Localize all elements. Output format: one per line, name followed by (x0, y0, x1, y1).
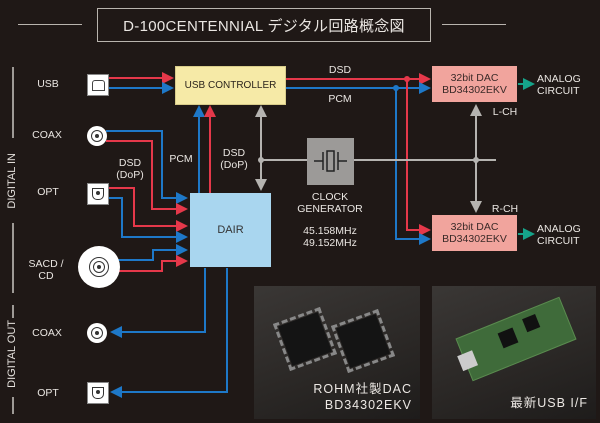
dsd-dop-center-line2: (DoP) (220, 159, 248, 171)
analog-rch-line1: ANALOG (537, 223, 581, 235)
junction-clock-right (473, 157, 479, 163)
dac-rch-line1: 32bit DAC (450, 221, 499, 233)
wire-pcm-rch (395, 88, 431, 245)
input-label-coax: COAX (32, 129, 62, 141)
clock-generator-label: CLOCK GENERATOR 45.158MHz 49.152MHz (285, 191, 375, 249)
analog-rch-line2: CIRCUIT (537, 235, 580, 247)
dair-block: DAIR (190, 193, 271, 267)
analog-lch-line1: ANALOG (537, 73, 581, 85)
dac-chip-image-2 (330, 308, 396, 374)
label-dsd-top: DSD (328, 64, 352, 76)
caption-usb-line1: 最新USB I/F (510, 396, 588, 410)
dsd-dop-left-line2: (DoP) (116, 169, 144, 181)
wire-out-opt (110, 268, 228, 398)
wire-out-coax (110, 268, 206, 338)
input-label-opt: OPT (37, 186, 59, 198)
dsd-dop-center-line1: DSD (222, 147, 246, 159)
disc-icon[interactable] (78, 246, 120, 288)
caption-dac-line2: BD34302EKV (324, 398, 412, 412)
dair-label: DAIR (217, 224, 244, 236)
diagram-title: D-100CENTENNIAL デジタル回路概念図 (97, 8, 431, 42)
usb-b-port-icon[interactable] (87, 74, 109, 96)
usb-controller-block: USB CONTROLLER (175, 66, 286, 105)
analog-circuit-rch: ANALOG CIRCUIT (537, 223, 581, 247)
wire-sacd-pcm (118, 244, 188, 261)
dac-lch-line2: BD34302EKV (442, 84, 507, 96)
section-digital-in: DIGITAL IN (6, 153, 18, 209)
analog-circuit-lch: ANALOG CIRCUIT (537, 73, 581, 97)
dac-rch-line2: BD34302EKV (442, 233, 507, 245)
label-r-ch: R-CH (491, 203, 519, 215)
wire-sacd-dsd (118, 255, 188, 272)
title-rule-right (442, 24, 506, 25)
optical-port-icon[interactable] (87, 382, 109, 404)
dsd-dop-left-line1: DSD (118, 157, 142, 169)
usb-board-image (455, 296, 577, 382)
wire-coax-dsd (106, 140, 188, 215)
analog-lch-line2: CIRCUIT (537, 85, 580, 97)
usb-controller-label: USB CONTROLLER (184, 79, 277, 91)
label-dsd-dop-left: DSD (DoP) (110, 157, 150, 181)
photo-caption-usb: 最新USB I/F (510, 395, 588, 411)
clock-freq2: 49.152MHz (303, 237, 357, 249)
wire-coax-pcm (106, 130, 188, 204)
sacd-label-line1: SACD / (28, 258, 64, 270)
title-rule-left (18, 24, 82, 25)
output-label-opt: OPT (37, 387, 59, 399)
dac-block-lch: 32bit DAC BD34302EKV (432, 66, 517, 102)
input-label-sacd: SACD / CD (24, 258, 68, 282)
optical-port-icon[interactable] (87, 183, 109, 205)
photo-usb-interface: 最新USB I/F (432, 286, 596, 419)
photo-caption-dac: ROHM社製DAC BD34302EKV (313, 381, 412, 413)
title-text: D-100CENTENNIAL デジタル回路概念図 (123, 17, 405, 35)
crystal-oscillator-icon (314, 150, 347, 172)
sacd-label-line2: CD (38, 270, 54, 282)
junction-pcm (393, 85, 399, 91)
coaxial-jack-icon[interactable] (87, 323, 107, 343)
wire-dsd-rch (406, 79, 431, 236)
junction-clock-left (258, 157, 264, 163)
output-label-coax: COAX (32, 327, 62, 339)
clock-line1: CLOCK (311, 191, 349, 203)
clock-line2: GENERATOR (297, 203, 363, 215)
photo-dac-chips: ROHM社製DAC BD34302EKV (254, 286, 420, 419)
dac-lch-line1: 32bit DAC (450, 72, 499, 84)
coaxial-jack-icon[interactable] (87, 126, 107, 146)
input-label-usb: USB (37, 78, 59, 90)
label-l-ch: L-CH (492, 106, 518, 118)
dac-chip-image-1 (272, 306, 338, 372)
caption-dac-line1: ROHM社製DAC (313, 382, 412, 396)
label-pcm-top: PCM (328, 93, 352, 105)
clock-freq1: 45.158MHz (303, 225, 357, 237)
wire-opt-pcm (106, 197, 188, 243)
junction-dsd (404, 76, 410, 82)
label-pcm-left: PCM (169, 153, 193, 165)
label-dsd-dop-center: DSD (DoP) (214, 147, 254, 171)
section-digital-out: DIGITAL OUT (6, 320, 18, 388)
dac-block-rch: 32bit DAC BD34302EKV (432, 215, 517, 251)
clock-generator-block (307, 138, 354, 185)
wire-opt-dsd (106, 187, 188, 232)
